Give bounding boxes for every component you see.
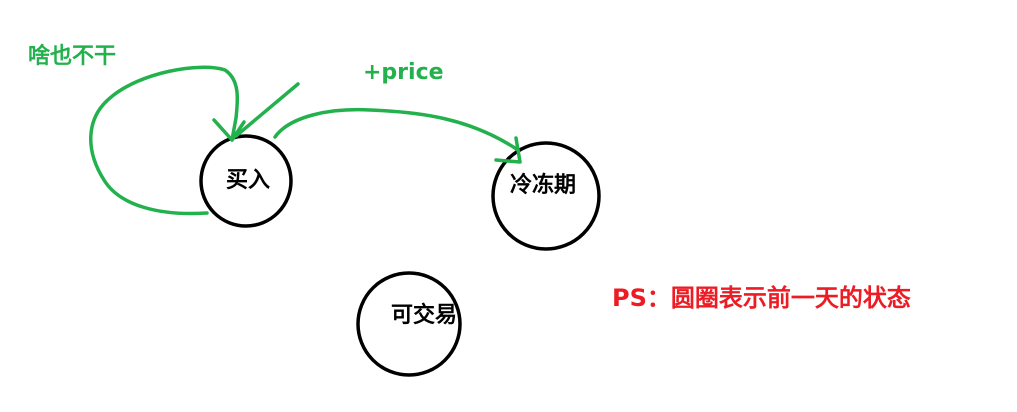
transition-buy-to-frozen	[273, 107, 522, 164]
state-frozen-circle	[491, 141, 601, 251]
self-loop-arrowhead	[212, 118, 246, 142]
state-frozen: 冷冻期	[491, 141, 601, 251]
state-tradable: 可交易	[356, 271, 462, 377]
state-tradable-label: 可交易	[391, 302, 457, 328]
incoming-arrow-stroke	[234, 82, 300, 138]
buy-to-frozen-arrow-path	[273, 107, 520, 152]
buy-to-frozen-arrowhead	[494, 136, 522, 164]
transition-buy-self-loop	[89, 65, 246, 216]
label-buy-to-frozen: +price	[363, 60, 444, 85]
self-loop-arrow-path	[89, 65, 240, 216]
label-buy-self-loop: 啥也不干	[28, 43, 116, 69]
note-text: PS：圆圈表示前一天的状态	[612, 284, 911, 312]
state-frozen-label: 冷冻期	[510, 172, 576, 198]
state-buy: 买入	[199, 134, 293, 228]
state-tradable-circle	[356, 271, 462, 377]
state-buy-circle	[199, 134, 293, 228]
state-buy-label: 买入	[226, 168, 270, 193]
